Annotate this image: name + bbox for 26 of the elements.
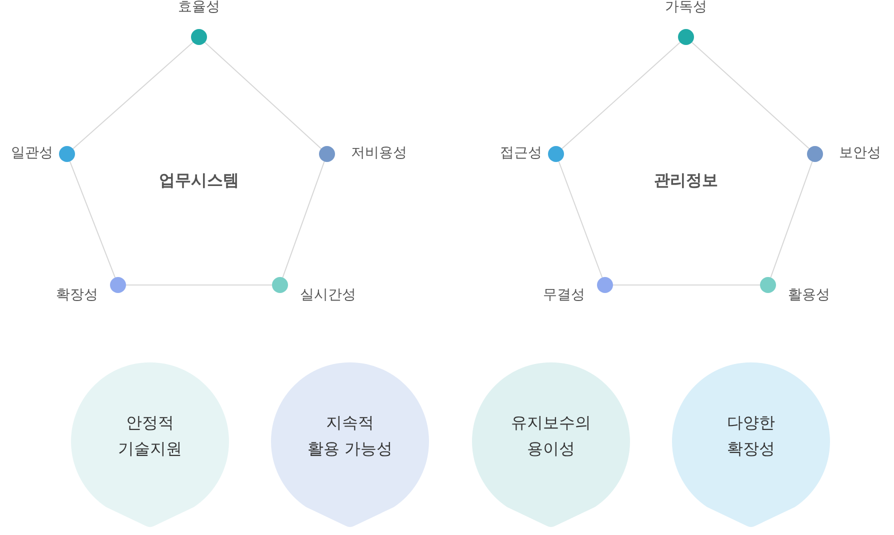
pin-text: 지속적 활용 가능성: [306, 412, 394, 460]
connector-line: [282, 161, 325, 278]
point-label: 활용성: [788, 287, 830, 303]
pin-text: 유지보수의 용이성: [510, 412, 592, 460]
point-label: 실시간성: [300, 287, 356, 303]
connector-line: [770, 161, 813, 278]
point-label: 가독성: [665, 0, 707, 15]
connector-line: [561, 42, 681, 150]
point-label: 접근성: [500, 145, 542, 161]
center-label: 업무시스템: [159, 170, 239, 192]
pin-text: 다양한 확장성: [726, 412, 776, 460]
connector-line: [126, 284, 272, 286]
connector-line: [69, 160, 116, 278]
connector-line: [612, 284, 760, 286]
pin-text: 안정적 기술지원: [117, 412, 183, 460]
point-label: 확장성: [56, 287, 98, 303]
point-label: 보안성: [839, 145, 881, 161]
connector-line: [204, 42, 322, 150]
point-label: 저비용성: [351, 145, 407, 161]
center-label: 관리정보: [654, 170, 718, 192]
connector-line: [558, 161, 603, 278]
point-label: 무결성: [543, 287, 585, 303]
point-label: 효율성: [178, 0, 220, 15]
point-label: 일관성: [11, 145, 53, 161]
connector-line: [72, 42, 194, 150]
connector-line: [691, 42, 810, 150]
